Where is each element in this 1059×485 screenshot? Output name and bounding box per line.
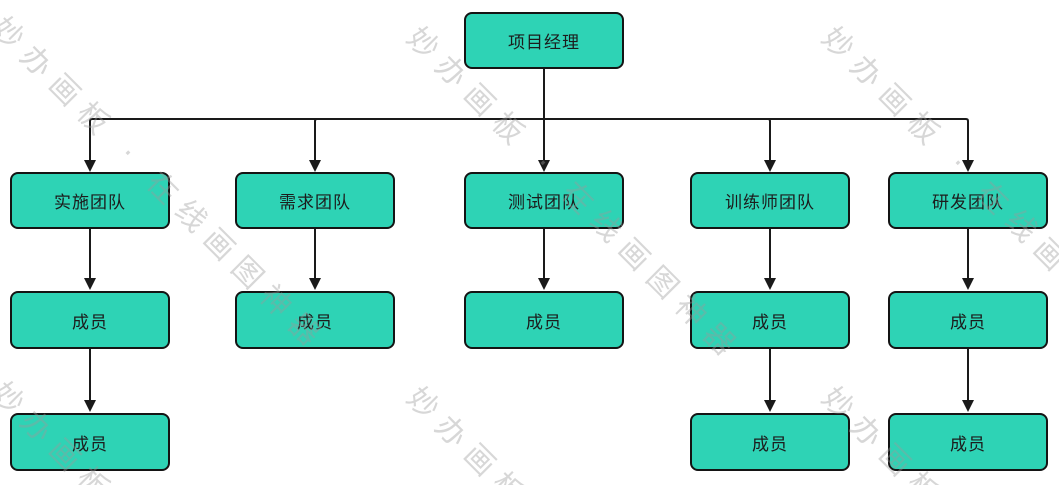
node-member-implementation-1[interactable]: 成员: [10, 291, 170, 349]
node-team-rnd[interactable]: 研发团队: [888, 172, 1048, 229]
node-team-testing[interactable]: 测试团队: [464, 172, 624, 229]
node-member-trainer-2[interactable]: 成员: [690, 413, 850, 471]
node-project-manager[interactable]: 项目经理: [464, 12, 624, 69]
connector-root-team4: [544, 118, 776, 172]
node-team-requirements[interactable]: 需求团队: [235, 172, 395, 229]
node-team-implementation[interactable]: 实施团队: [10, 172, 170, 229]
node-team-trainer[interactable]: 训练师团队: [690, 172, 850, 229]
node-member-rnd-1[interactable]: 成员: [888, 291, 1048, 349]
node-member-trainer-1[interactable]: 成员: [690, 291, 850, 349]
connector-root-team1: [84, 118, 544, 172]
connector-root-team5: [544, 118, 974, 172]
connector-root-team2: [309, 118, 544, 172]
node-member-testing-1[interactable]: 成员: [464, 291, 624, 349]
node-member-requirements-1[interactable]: 成员: [235, 291, 395, 349]
node-member-implementation-2[interactable]: 成员: [10, 413, 170, 471]
node-member-rnd-2[interactable]: 成员: [888, 413, 1048, 471]
